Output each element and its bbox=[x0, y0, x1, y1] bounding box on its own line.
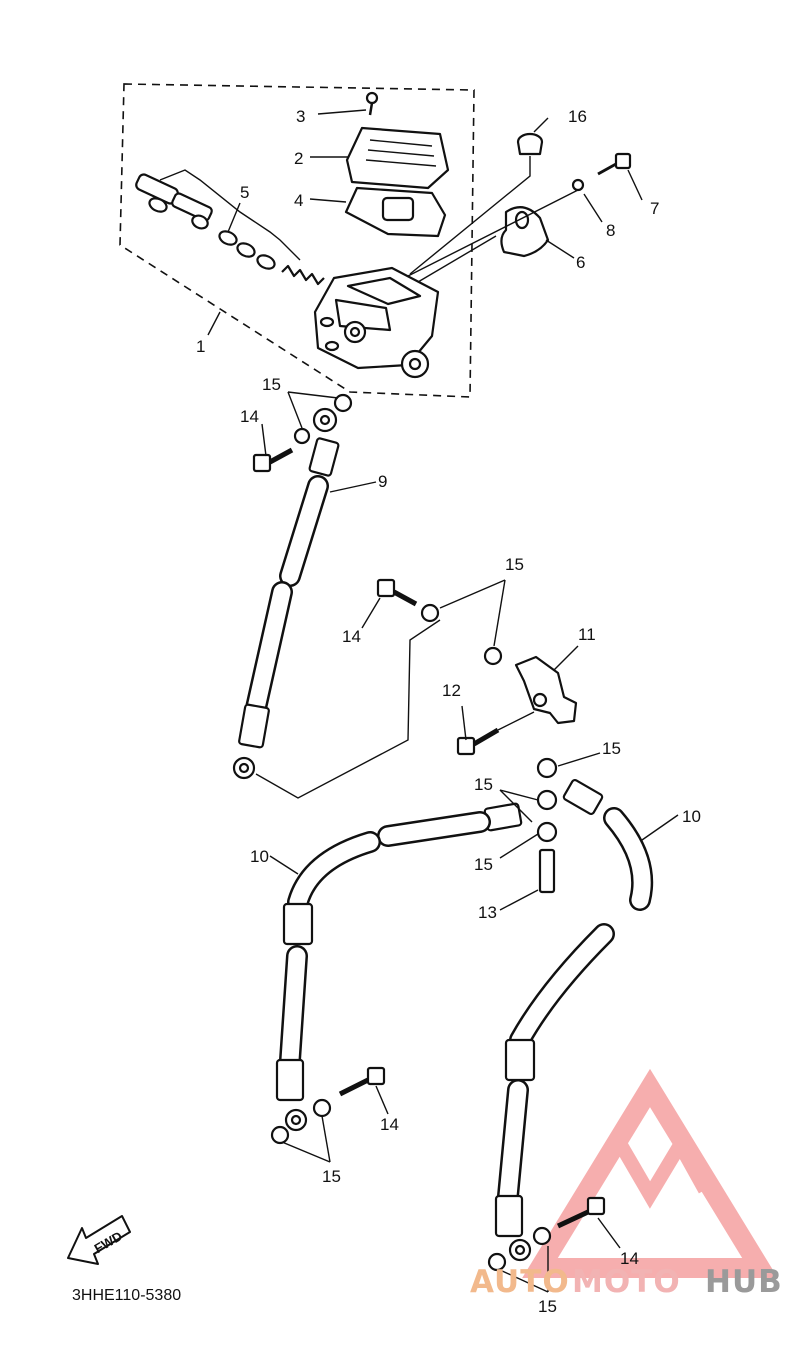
brake-hose-10-left bbox=[275, 802, 523, 1132]
callout-15-g: 15 bbox=[538, 1297, 557, 1316]
svg-text:HUB: HUB bbox=[705, 1264, 783, 1300]
watermark-logo bbox=[522, 1068, 778, 1278]
washer-8 bbox=[571, 178, 585, 192]
bolt-14-middle bbox=[376, 578, 418, 607]
piston-kit bbox=[135, 173, 325, 286]
callout-6: 6 bbox=[576, 253, 585, 272]
washer-15-d bbox=[483, 646, 503, 666]
callout-15-f: 15 bbox=[322, 1167, 341, 1186]
callout-10-a: 10 bbox=[682, 807, 701, 826]
washer-15-f bbox=[312, 1098, 332, 1118]
callout-5: 5 bbox=[240, 183, 249, 202]
washer-15-e bbox=[270, 1125, 290, 1145]
svg-text:MOTO: MOTO bbox=[572, 1264, 681, 1300]
bolt-14-upper bbox=[252, 447, 294, 473]
callout-10-b: 10 bbox=[250, 847, 269, 866]
callout-15-d: 15 bbox=[474, 775, 493, 794]
callout-11: 11 bbox=[578, 625, 596, 644]
callout-13: 13 bbox=[478, 903, 497, 922]
fwd-arrow-icon: FWD bbox=[67, 1215, 131, 1265]
washer-15-a bbox=[293, 427, 311, 445]
callout-4: 4 bbox=[294, 191, 303, 210]
callout-12: 12 bbox=[442, 681, 461, 700]
screw-3 bbox=[365, 91, 379, 116]
callout-15-e: 15 bbox=[474, 855, 493, 874]
callout-14-c: 14 bbox=[380, 1115, 399, 1134]
watermark-text: AUTO MOTO HUB bbox=[470, 1264, 783, 1300]
callout-14-b: 14 bbox=[342, 627, 361, 646]
callout-8: 8 bbox=[606, 221, 615, 240]
callout-3: 3 bbox=[296, 107, 305, 126]
assembly-boundary bbox=[119, 83, 475, 398]
callout-1: 1 bbox=[196, 337, 205, 356]
callout-15-b: 15 bbox=[505, 555, 524, 574]
svg-text:AUTO: AUTO bbox=[470, 1264, 570, 1300]
screw-7 bbox=[597, 152, 632, 176]
callout-15-a: 15 bbox=[262, 375, 281, 394]
diaphragm bbox=[344, 186, 447, 238]
brake-hose-9 bbox=[232, 407, 340, 780]
reservoir-cap bbox=[345, 126, 450, 190]
leader-lines bbox=[159, 109, 679, 1293]
callout-2: 2 bbox=[294, 149, 303, 168]
washer-15-h bbox=[532, 1226, 552, 1246]
reservoir-plug-16 bbox=[516, 132, 544, 156]
callout-14-d: 14 bbox=[620, 1249, 639, 1268]
washer-15-c bbox=[420, 603, 440, 623]
washer-15-b bbox=[333, 393, 353, 413]
callout-14-a: 14 bbox=[240, 407, 259, 426]
callout-16: 16 bbox=[568, 107, 587, 126]
banjo-stack bbox=[536, 757, 558, 894]
callout-15-c: 15 bbox=[602, 739, 621, 758]
callout-9: 9 bbox=[378, 472, 387, 491]
washer-15-g bbox=[487, 1252, 507, 1272]
callout-7: 7 bbox=[650, 199, 659, 218]
holder-6 bbox=[500, 206, 550, 258]
joint-11 bbox=[514, 655, 578, 725]
bolt-14-lower-right bbox=[556, 1196, 606, 1229]
bolt-12 bbox=[456, 727, 500, 756]
diagram-code: 3HHE110-5380 bbox=[72, 1287, 181, 1304]
brake-hose-10-right bbox=[494, 778, 654, 1262]
master-cylinder-body bbox=[313, 266, 440, 379]
bolt-14-lower-left bbox=[338, 1066, 386, 1097]
